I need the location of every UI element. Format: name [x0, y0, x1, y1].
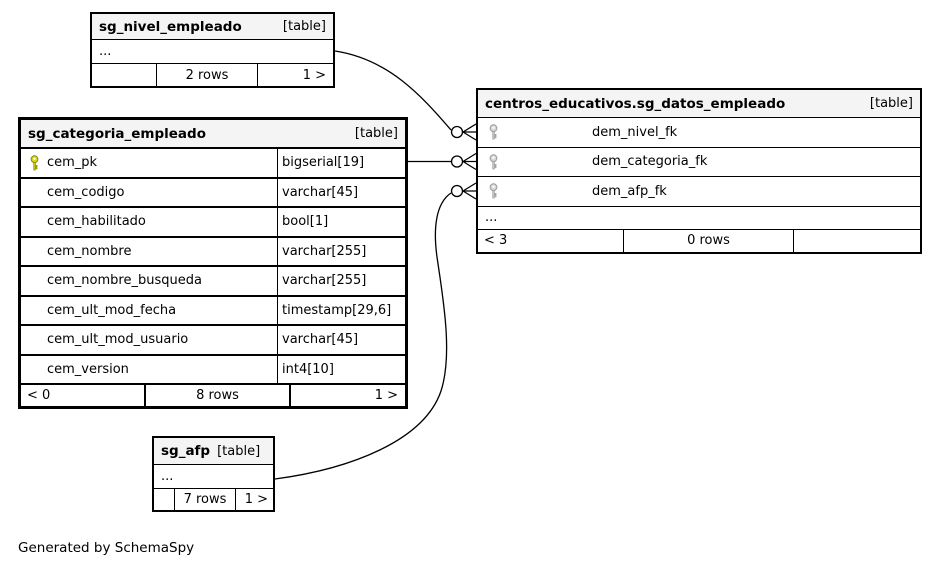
- column-name: cem_version: [47, 361, 129, 377]
- crowfoot-icon: [462, 152, 477, 171]
- footer-right-cell: 1 >: [235, 489, 273, 510]
- zero-marker: [450, 184, 464, 198]
- column-row-cem-codigo: cem_codigo varchar[45]: [21, 176, 405, 206]
- footer-right-cell: 1 >: [257, 64, 333, 86]
- table-type-tag: [table]: [869, 96, 913, 111]
- row-count: 2 rows: [156, 64, 257, 86]
- table-sg-nivel-empleado: sg_nivel_empleado [table] ... 2 rows 1 >: [90, 12, 335, 88]
- column-row-dem-categoria-fk: dem_categoria_fk: [478, 146, 920, 176]
- collapsed-columns-row: ...: [478, 205, 920, 229]
- collapsed-columns-row: ...: [154, 464, 273, 488]
- row-count: 7 rows: [174, 489, 235, 510]
- footer-right-cell: 1 >: [289, 385, 405, 406]
- collapsed-columns-row: ...: [92, 39, 333, 63]
- table-header-sg-categoria-empleado[interactable]: sg_categoria_empleado [table]: [21, 120, 405, 147]
- column-type: varchar[45]: [277, 326, 405, 354]
- column-type: varchar[255]: [277, 267, 405, 295]
- table-footer: < 3 0 rows: [478, 228, 920, 252]
- column-row-cem-habilitado: cem_habilitado bool[1]: [21, 206, 405, 236]
- column-name: cem_nombre_busqueda: [47, 273, 202, 289]
- column-row-cem-nombre-busqueda: cem_nombre_busqueda varchar[255]: [21, 265, 405, 295]
- table-sg-categoria-empleado: sg_categoria_empleado [table] cem_pk big…: [18, 117, 408, 409]
- ellipsis-label: ...: [485, 210, 498, 225]
- primary-key-icon: [30, 155, 38, 171]
- column-row-cem-ult-mod-fecha: cem_ult_mod_fecha timestamp[29,6]: [21, 294, 405, 324]
- column-row-cem-version: cem_version int4[10]: [21, 353, 405, 383]
- footer-left-cell: [92, 64, 156, 86]
- table-header-sg-afp[interactable]: sg_afp [table]: [154, 438, 273, 464]
- zero-marker: [450, 125, 464, 139]
- column-type: bigserial[19]: [277, 149, 405, 177]
- foreign-key-icon: [489, 183, 497, 199]
- table-sg-afp: sg_afp [table] ... 7 rows 1 >: [152, 436, 275, 512]
- column-name: cem_pk: [47, 155, 98, 171]
- column-row-dem-nivel-fk: dem_nivel_fk: [478, 117, 920, 147]
- column-type: bool[1]: [277, 208, 405, 236]
- column-name: dem_nivel_fk: [592, 124, 678, 140]
- table-title: sg_categoria_empleado: [28, 125, 206, 142]
- foreign-key-icon: [489, 124, 497, 140]
- crowfoot-icon: [462, 182, 477, 200]
- footer-left-cell: < 3: [484, 233, 508, 248]
- zero-marker: [450, 155, 464, 168]
- crowfoot-icon: [462, 123, 477, 141]
- column-row-cem-pk: cem_pk bigserial[19]: [21, 147, 405, 177]
- column-row-dem-afp-fk: dem_afp_fk: [478, 176, 920, 206]
- table-title: centros_educativos.sg_datos_empleado: [485, 95, 786, 112]
- column-type: int4[10]: [277, 355, 405, 383]
- column-name: cem_codigo: [47, 184, 125, 200]
- column-type: varchar[255]: [277, 237, 405, 265]
- generated-by-note: Generated by SchemaSpy: [18, 540, 195, 556]
- column-row-cem-ult-mod-usuario: cem_ult_mod_usuario varchar[45]: [21, 324, 405, 354]
- column-name: dem_categoria_fk: [592, 154, 708, 170]
- ellipsis-label: ...: [161, 469, 174, 484]
- column-name: cem_habilitado: [47, 214, 146, 230]
- table-footer: 7 rows 1 >: [154, 488, 273, 510]
- column-name: cem_ult_mod_usuario: [47, 332, 189, 348]
- table-type-tag: [table]: [282, 19, 326, 34]
- table-header-sg-nivel-empleado[interactable]: sg_nivel_empleado [table]: [92, 14, 333, 39]
- table-title: sg_afp: [161, 443, 211, 459]
- ellipsis-label: ...: [99, 44, 112, 59]
- column-name: dem_afp_fk: [592, 183, 667, 199]
- footer-right-cell: [793, 229, 920, 252]
- footer-left-cell: [154, 489, 174, 510]
- table-type-tag: [table]: [217, 443, 261, 459]
- column-name: cem_ult_mod_fecha: [47, 302, 177, 318]
- table-footer: < 0 8 rows 1 >: [21, 383, 405, 406]
- table-header-sg-datos-empleado[interactable]: centros_educativos.sg_datos_empleado [ta…: [478, 90, 920, 117]
- column-type: timestamp[29,6]: [277, 296, 405, 324]
- table-title: sg_nivel_empleado: [99, 18, 242, 35]
- table-sg-datos-empleado: centros_educativos.sg_datos_empleado [ta…: [476, 88, 922, 254]
- column-name: cem_nombre: [47, 243, 132, 259]
- table-footer: 2 rows 1 >: [92, 63, 333, 86]
- column-row-cem-nombre: cem_nombre varchar[255]: [21, 235, 405, 265]
- row-count: 8 rows: [144, 385, 289, 406]
- footer-left-cell: < 0: [27, 388, 51, 403]
- row-count: 0 rows: [623, 229, 793, 252]
- foreign-key-icon: [489, 154, 497, 170]
- column-type: varchar[45]: [277, 178, 405, 206]
- table-type-tag: [table]: [354, 126, 398, 141]
